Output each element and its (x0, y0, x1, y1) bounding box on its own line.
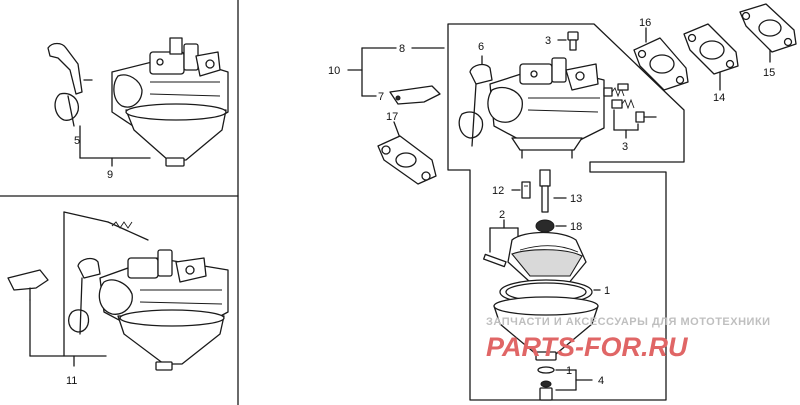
part-3-screw-top (557, 31, 579, 51)
part-13-needle (539, 169, 567, 213)
carburetor-assembly-9 (47, 37, 229, 167)
watermark-logo: PARTS-FOR.RU (486, 332, 689, 362)
callout-4: 4 (598, 375, 604, 387)
part-18-jet (535, 219, 567, 233)
callout-9: 9 (107, 169, 113, 181)
main-carburetor-body (458, 55, 605, 159)
part-15-gasket (739, 3, 797, 63)
callout-bracket-10 (347, 47, 445, 97)
part-4-drain-bolt (537, 366, 593, 401)
part-16-insulator (633, 27, 689, 91)
part-14-insulator (683, 23, 739, 91)
callout-3-top: 3 (545, 35, 551, 47)
callout-11: 11 (66, 375, 77, 387)
part-7-lever (389, 85, 441, 105)
callout-8: 8 (399, 43, 405, 55)
callout-13: 13 (570, 193, 582, 205)
callout-15: 15 (763, 67, 775, 79)
callout-5: 5 (74, 135, 80, 147)
watermark: ЗАПЧАСТИ И АКСЕССУАРЫ ДЛЯ МОТОТЕХНИКИ PA… (486, 316, 771, 362)
part-12-clip (511, 181, 531, 199)
callout-17: 17 (386, 111, 398, 123)
callout-2: 2 (499, 209, 505, 221)
part-3-screws-right (603, 83, 657, 139)
part-float (507, 231, 587, 285)
callout-16: 16 (639, 17, 651, 29)
callout-3-right: 3 (622, 141, 628, 153)
watermark-caption: ЗАПЧАСТИ И АКСЕССУАРЫ ДЛЯ МОТОТЕХНИКИ (486, 316, 771, 328)
callout-18: 18 (570, 221, 582, 233)
callout-14: 14 (713, 92, 725, 104)
callout-1-washer: 1 (566, 365, 572, 377)
part-17-gasket (377, 121, 437, 185)
panel-frames (0, 0, 685, 405)
callout-6: 6 (478, 41, 484, 53)
callout-1-gasket: 1 (604, 285, 610, 297)
callout-10: 10 (328, 65, 340, 77)
callout-12: 12 (492, 185, 504, 197)
carburetor-assembly-11 (7, 211, 229, 371)
part-float-bowl (493, 296, 599, 361)
callout-7: 7 (378, 91, 384, 103)
